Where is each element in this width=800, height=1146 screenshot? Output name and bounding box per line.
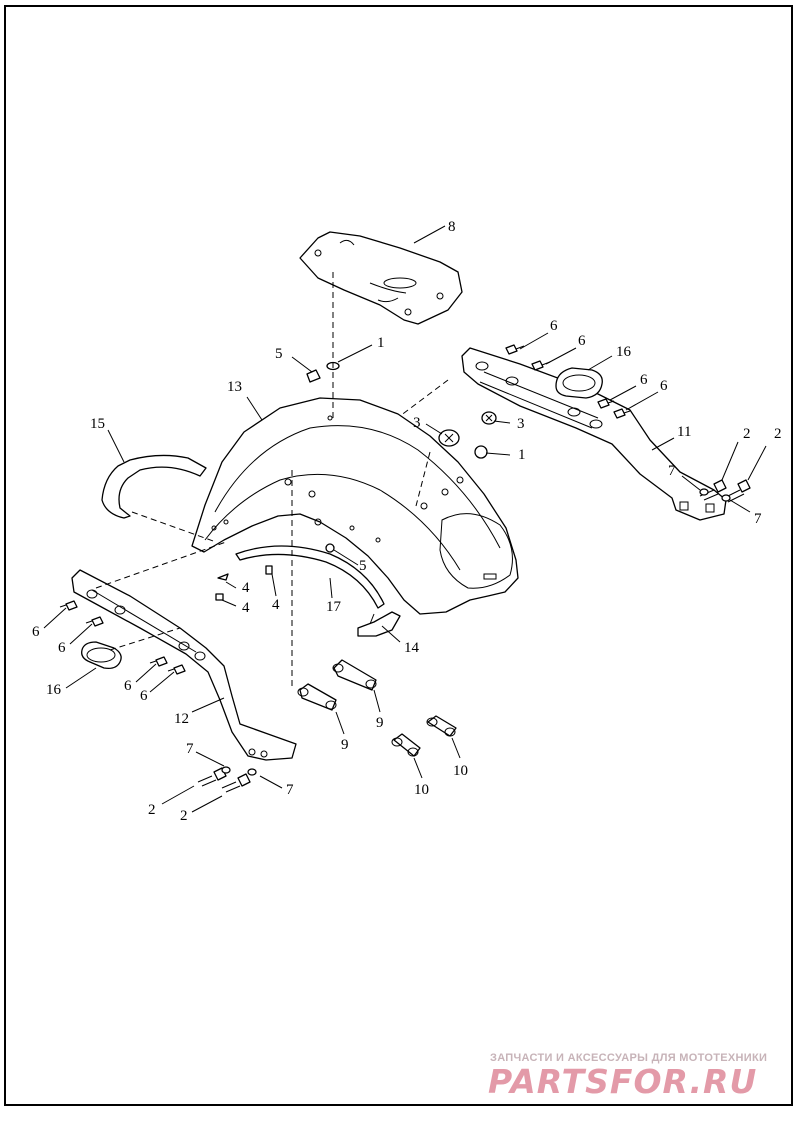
callout-7-r1: 7 [668,463,676,479]
callout-6-r2: 6 [578,333,586,349]
assembly-lines [95,272,449,690]
part-6-screws [59,344,631,675]
callout-3-left: 3 [413,415,421,431]
callout-6-r4: 6 [660,378,668,394]
part-13-rear-fender [191,397,519,615]
callout-labels: 8 1 5 13 15 3 3 1 6 6 16 6 6 11 2 2 7 7 … [32,219,782,824]
callout-5-mid: 5 [359,558,367,574]
callout-7-r2: 7 [754,511,762,527]
callout-7-l1: 7 [186,741,194,757]
leader-lines [43,225,767,813]
callout-10-a: 10 [414,782,429,798]
callout-9-a: 9 [341,737,349,753]
part-5-clip-top [306,369,321,383]
callout-6-l2: 6 [58,640,66,656]
part-15-trim-strip [101,454,207,519]
callout-6-l3: 6 [124,678,132,694]
part-12-left-rail [71,569,297,761]
callout-6-l4: 6 [140,688,148,704]
callout-4-b: 4 [242,600,250,616]
callout-1-top: 1 [377,335,385,351]
part-7-washers [221,488,731,776]
callout-15: 15 [90,416,105,432]
callout-9-b: 9 [376,715,384,731]
part-1-plug-side [474,445,488,459]
part-16-lens-left [81,641,122,670]
part-17-fender-lip [235,545,385,609]
part-14-bracket [357,611,401,637]
callout-1-right: 1 [518,447,526,463]
callout-2-r1: 2 [743,426,751,442]
callout-16-left: 16 [46,682,62,698]
part-10-standoff-b [426,715,457,737]
callout-4-a: 4 [242,580,250,596]
watermark-caption: ЗАПЧАСТИ И АКСЕССУАРЫ ДЛЯ МОТОТЕХНИКИ [490,1052,768,1064]
callout-14: 14 [404,640,420,656]
callout-16-right: 16 [616,344,632,360]
callout-6-r1: 6 [550,318,558,334]
callout-4-c: 4 [272,597,280,613]
callout-12: 12 [174,711,189,727]
callout-8: 8 [448,219,456,235]
part-5-clip-mid [325,543,335,553]
callout-3-right: 3 [517,416,525,432]
part-16-lens-right [555,367,603,399]
callout-6-l1: 6 [32,624,40,640]
callout-6-r3: 6 [640,372,648,388]
callout-7-l2: 7 [286,782,294,798]
part-9-standoff-b [332,659,377,691]
callout-5-top: 5 [275,346,283,362]
callout-2-l2: 2 [180,808,188,824]
callout-11: 11 [677,424,691,440]
callout-2-r2: 2 [774,426,782,442]
callout-13: 13 [227,379,242,395]
part-3-grommet-b [481,411,497,425]
callout-17: 17 [326,599,342,615]
watermark-logo: PARTSFOR.RU [488,1062,758,1101]
part-2-bolts [197,479,751,793]
part-3-grommet-a [438,429,460,447]
part-9-standoff-a [297,683,337,711]
callout-2-l1: 2 [148,802,156,818]
part-8-fender-pad [299,231,463,325]
callout-10-b: 10 [453,763,468,779]
part-4-clips [215,565,273,601]
part-10-standoff-a [391,733,421,757]
